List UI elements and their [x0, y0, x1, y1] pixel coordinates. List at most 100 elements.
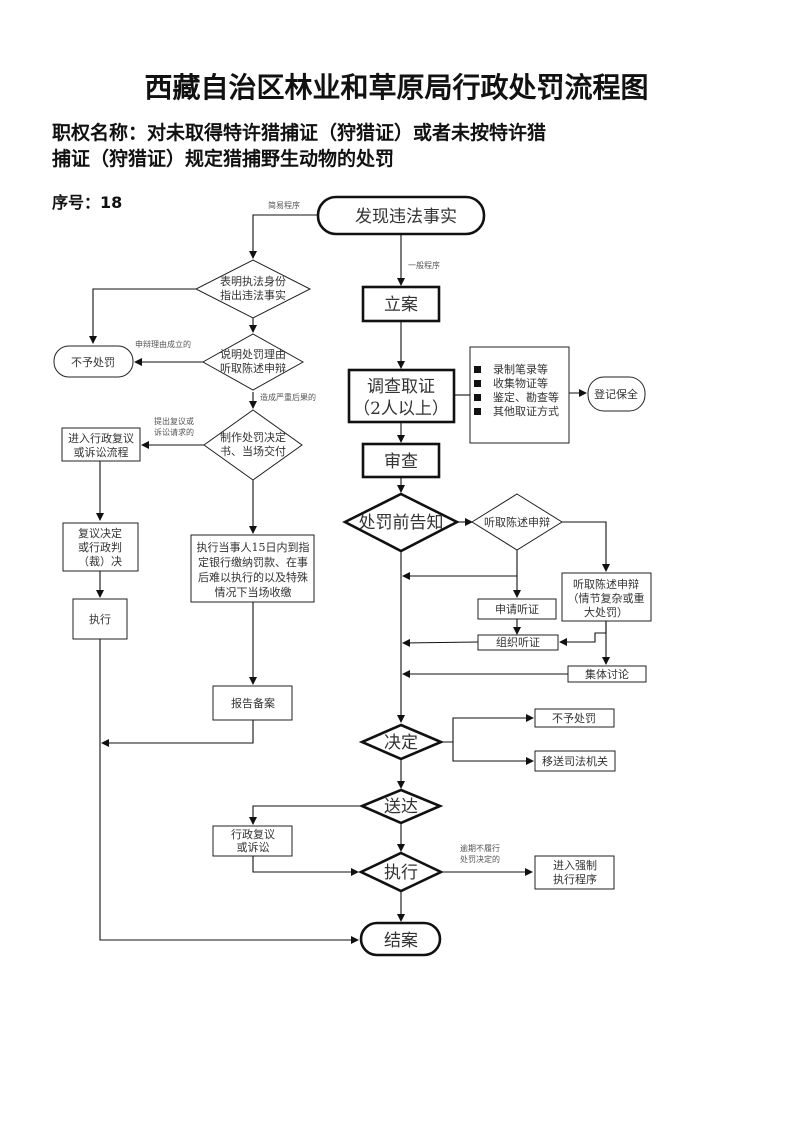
collective-discussion-text: 集体讨论 — [585, 667, 629, 681]
review-result-text-1: 复议决定 — [78, 526, 122, 540]
review-flow-text-2: 或诉讼流程 — [74, 445, 129, 459]
investigate-text-1: 调查取证 — [367, 377, 435, 397]
organize-hearing-text: 组织听证 — [496, 635, 540, 649]
no-penalty-right-text: 不予处罚 — [552, 712, 596, 725]
identity-text-1: 表明执法身份 — [220, 274, 286, 288]
label-overdue-2: 处罚决定的 — [460, 854, 500, 864]
label-defense-valid: 申辩理由成立的 — [135, 339, 191, 349]
execute-left-text: 执行 — [89, 612, 111, 626]
preserve-shape — [587, 376, 646, 412]
enforce-text-2: 执行程序 — [553, 872, 597, 886]
node-file-case: 立案 — [361, 285, 441, 323]
hear-defense-major-text-3: 大处罚） — [584, 605, 628, 619]
execute-text: 执行 — [384, 863, 418, 883]
edge-decide-to-transfer — [452, 742, 534, 765]
bullet-square-icon — [474, 408, 481, 415]
edge-review-to-execute — [252, 856, 359, 876]
node-pre-notice: 处罚前告知 — [342, 492, 460, 553]
transfer-judicial-text: 移送司法机关 — [542, 754, 608, 768]
node-review-flow: 进入行政复议 或诉讼流程 — [61, 427, 141, 462]
close-case-shape — [359, 921, 442, 957]
edge-labels: 简易程序 一般程序 申辩理由成立的 造成严重后果的 提出复议或 诉讼请求的 逾期… — [135, 200, 500, 864]
label-simple-procedure: 简易程序 — [268, 200, 300, 210]
edge-hear-to-major — [562, 521, 610, 572]
edge-identity-to-no-penalty — [89, 288, 196, 344]
node-preserve: 登记保全 — [587, 376, 646, 412]
no-penalty-left-shape — [53, 345, 134, 378]
review-result-box — [62, 522, 139, 572]
node-report: 报告备案 — [212, 685, 293, 721]
node-execute: 执行 — [357, 851, 445, 893]
apply-hearing-text: 申请听证 — [495, 603, 539, 616]
apply-hearing-box — [477, 598, 557, 620]
edge-decide-to-no-penalty — [441, 714, 534, 743]
node-start: 发现违法事实 — [316, 195, 486, 236]
deliver-text: 送达 — [384, 797, 418, 817]
no-penalty-left-text: 不予处罚 — [71, 356, 115, 369]
node-examine: 审查 — [361, 442, 441, 479]
make-decision-diamond — [203, 409, 303, 481]
edge-report-to-left — [101, 720, 254, 747]
identity-text-2: 指出违法事实 — [220, 288, 286, 302]
edge-deliver-to-review — [249, 805, 362, 825]
node-pay: 执行当事人15日内到指 定银行缴纳罚款、在事 后难以执行的以及特殊 情况下当场收… — [190, 534, 315, 603]
start-shape — [316, 195, 486, 236]
hear-defense-major-text-2: （情节复杂或重 — [568, 591, 645, 605]
edge-major-to-organize — [559, 621, 607, 646]
make-decision-text-2: 书、当场交付 — [220, 444, 286, 458]
admin-review-box — [212, 825, 293, 857]
node-make-decision: 制作处罚决定 书、当场交付 — [203, 409, 303, 481]
pre-notice-diamond — [342, 492, 460, 553]
node-explain: 说明处罚理由 听取陈述申辩 — [201, 333, 305, 391]
node-hear-defense: 听取陈述申辩 — [471, 493, 563, 551]
node-organize-hearing: 组织听证 — [477, 634, 559, 651]
close-case-text: 结案 — [384, 931, 418, 951]
execute-diamond — [357, 851, 445, 893]
node-transfer-judicial: 移送司法机关 — [534, 750, 616, 772]
node-apply-hearing: 申请听证 — [477, 598, 557, 620]
edge-simple-procedure — [249, 214, 318, 259]
no-penalty-right-box — [534, 708, 615, 728]
edges — [89, 214, 610, 944]
examine-text: 审查 — [384, 452, 418, 472]
organize-hearing-box — [477, 634, 559, 651]
authority-line-1: 职权名称：对未取得特许猎捕证（狩猎证）或者未按特许猎 — [52, 122, 547, 144]
report-text: 报告备案 — [231, 696, 275, 710]
make-decision-text-1: 制作处罚决定 — [220, 430, 286, 444]
serial-number: 序号：18 — [52, 193, 123, 212]
pay-box — [190, 534, 315, 603]
admin-review-text-1: 行政复议 — [231, 827, 275, 841]
node-decide: 决定 — [358, 723, 445, 761]
node-investigate: 调查取证 （2人以上） — [347, 368, 456, 424]
bullet-square-icon — [474, 380, 481, 387]
pay-text-2: 定银行缴纳罚款、在事 — [198, 555, 308, 569]
node-enforce: 进入强制 执行程序 — [534, 855, 615, 890]
node-collective-discussion: 集体讨论 — [567, 665, 647, 683]
pay-text-3: 后难以执行的以及特殊 — [198, 570, 308, 584]
examine-box — [361, 442, 441, 479]
file-case-text: 立案 — [384, 295, 418, 315]
investigate-box — [347, 368, 456, 424]
evidence-item: 其他取证方式 — [493, 404, 559, 418]
file-case-box — [361, 285, 441, 323]
pre-notice-text: 处罚前告知 — [359, 513, 444, 533]
bullet-square-icon — [474, 394, 481, 401]
edge-execute-left-to-close — [99, 639, 359, 944]
pay-text-4: 情况下当场收缴 — [215, 585, 292, 599]
label-general-procedure: 一般程序 — [408, 260, 440, 270]
label-request-review-2: 诉讼请求的 — [154, 427, 194, 437]
enforce-box — [534, 855, 615, 890]
decide-diamond — [358, 723, 445, 761]
authority-name: 职权名称：对未取得特许猎捕证（狩猎证）或者未按特许猎 捕证（狩猎证）规定猎捕野生… — [52, 120, 652, 172]
collective-discussion-box — [567, 665, 647, 683]
node-execute-left: 执行 — [72, 598, 128, 640]
evidence-item: 录制笔录等 — [493, 362, 548, 376]
node-review-result: 复议决定 或行政判 （裁）决 — [62, 522, 139, 572]
hear-defense-diamond — [471, 493, 563, 551]
decide-text: 决定 — [384, 733, 418, 753]
page-title: 西藏自治区林业和草原局行政处罚流程图 — [144, 71, 649, 104]
node-deliver: 送达 — [358, 788, 444, 825]
evidence-box — [469, 346, 570, 444]
